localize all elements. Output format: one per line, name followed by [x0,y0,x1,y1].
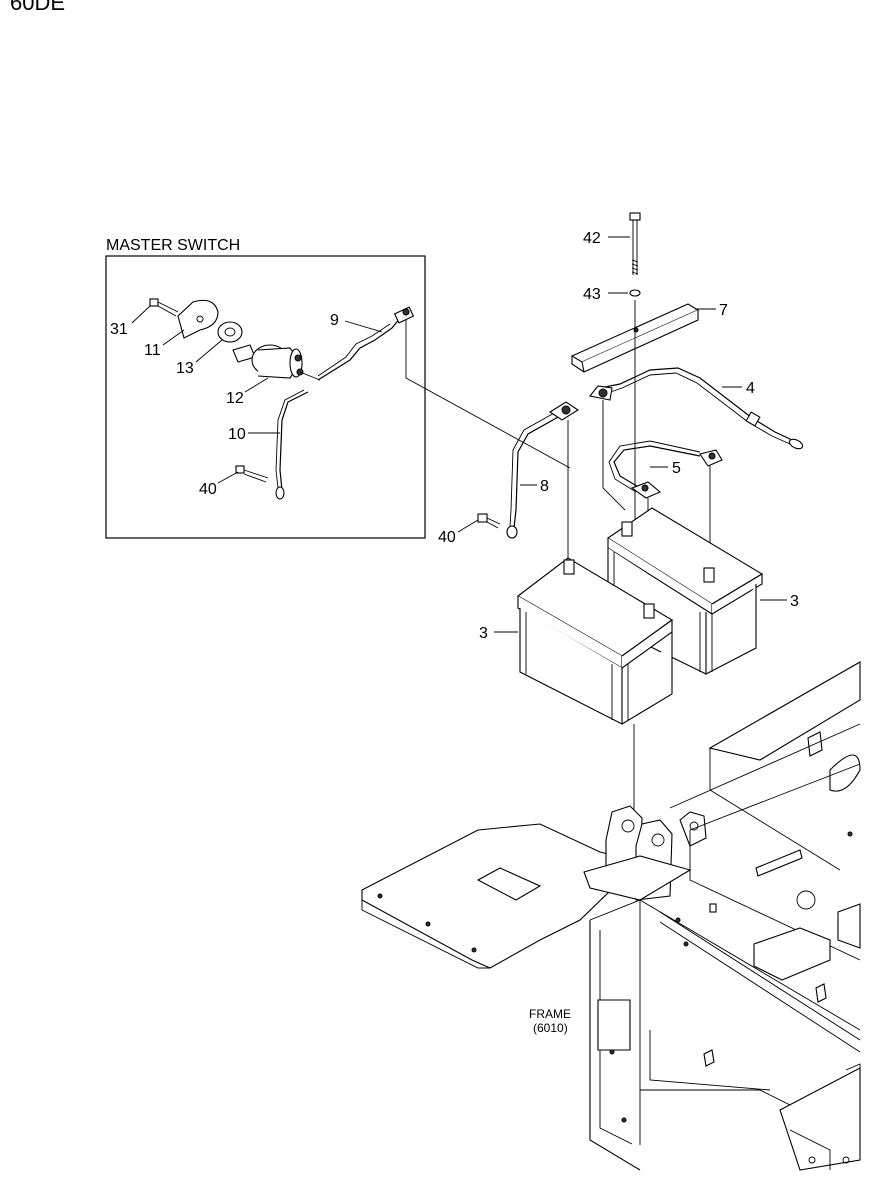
washer-13 [217,321,243,343]
plate-11 [177,299,219,339]
callout-5: 5 [672,460,681,477]
callout-31: 31 [110,321,128,338]
cable-10 [279,391,309,491]
model-code: 60DE [10,0,65,15]
callout-10: 10 [228,426,246,443]
bolt-31 [149,298,179,317]
master-switch-12 [232,344,321,381]
callout-12: 12 [226,390,244,407]
cable-8 [506,401,580,539]
inset-title: MASTER SWITCH [106,237,240,254]
callout-7: 7 [719,302,728,319]
callout-4: 4 [746,380,755,397]
frame-ref: (6010) [533,1021,568,1035]
bolt-40 [477,513,501,529]
callout-13: 13 [176,360,194,377]
callout-8: 8 [540,478,549,495]
callout-11: 11 [144,342,161,359]
callout-9: 9 [330,312,339,329]
bolt-40-inset [235,465,269,483]
callout-43: 43 [583,286,601,303]
callout-3-rear: 3 [790,593,799,610]
bolt-42 [629,212,641,275]
callout-42: 42 [583,230,601,247]
battery-rear [606,507,764,675]
frame-label: FRAME [529,1007,571,1021]
frame-6010 [361,661,861,1171]
callout-40-inset: 40 [199,481,217,498]
cable-4 [589,367,804,450]
cable-5 [608,440,723,499]
cable-9 [317,317,401,381]
washer-43 [629,289,641,297]
master-switch-inset: MASTER SWITCH [105,237,426,539]
callout-40: 40 [438,529,456,546]
connector-line [405,320,571,469]
inset-border [105,255,426,539]
battery-front [517,557,674,725]
callout-3-front: 3 [479,625,488,642]
